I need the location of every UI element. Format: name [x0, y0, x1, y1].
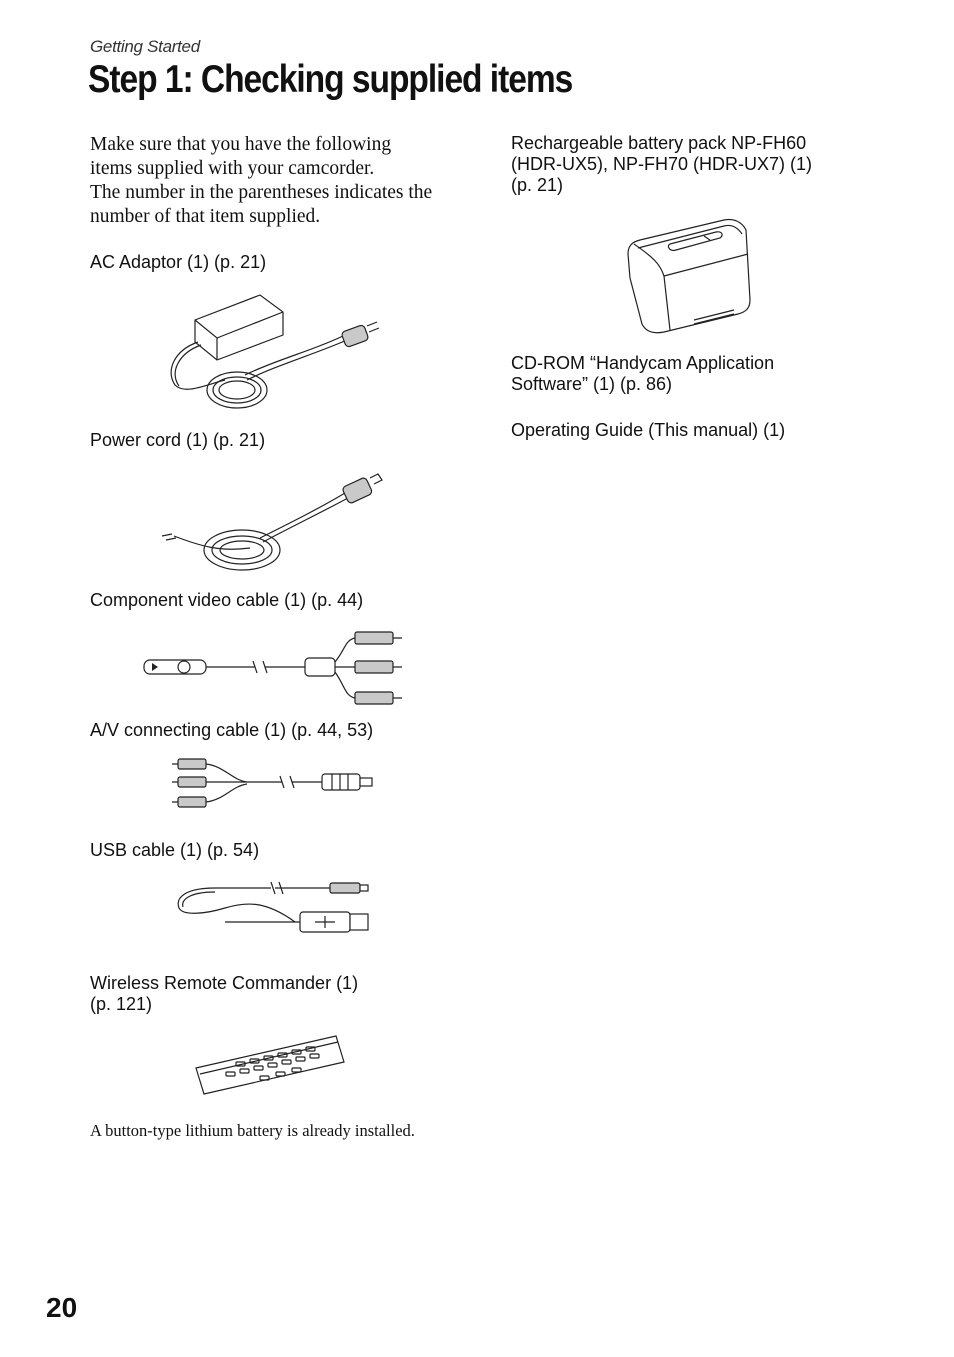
- item-av-cable-label: A/V connecting cable (1) (p. 44, 53): [90, 720, 374, 740]
- item-power-cord-label: Power cord (1) (p. 21): [90, 430, 266, 450]
- remote-battery-note: A button-type lithium battery is already…: [90, 1121, 415, 1140]
- remote-commander-illustration: [195, 1035, 345, 1095]
- remote-label-line: Wireless Remote Commander (1): [90, 973, 359, 993]
- battery-label-line: (HDR-UX5), NP-FH70 (HDR-UX7) (1): [511, 154, 813, 174]
- section-label: Getting Started: [90, 37, 200, 56]
- intro-paragraph: Make sure that you have the following it…: [90, 133, 432, 229]
- page-title: Step 1: Checking supplied items: [88, 58, 573, 101]
- page-number: 20: [46, 1292, 78, 1323]
- item-ac-adaptor-label: AC Adaptor (1) (p. 21): [90, 252, 267, 272]
- item-operating-guide-label: Operating Guide (This manual) (1): [511, 420, 786, 440]
- av-cable-illustration: [172, 758, 373, 808]
- intro-line: The number in the parentheses indicates …: [90, 182, 433, 203]
- battery-label-line: (p. 21): [511, 175, 564, 195]
- cdrom-label-line: Software” (1) (p. 86): [511, 374, 673, 394]
- item-battery-pack-label: Rechargeable battery pack NP-FH60 (HDR-U…: [511, 133, 812, 196]
- battery-label-line: Rechargeable battery pack NP-FH60: [511, 133, 807, 153]
- usb-cable-illustration: [177, 881, 369, 933]
- intro-line: Make sure that you have the following: [90, 134, 392, 155]
- cdrom-label-line: CD-ROM “Handycam Application: [511, 353, 775, 373]
- intro-line: number of that item supplied.: [90, 206, 321, 227]
- item-usb-cable-label: USB cable (1) (p. 54): [90, 840, 260, 860]
- ac-adaptor-illustration: [170, 294, 380, 409]
- remote-label-line: (p. 121): [90, 994, 153, 1014]
- item-component-cable-label: Component video cable (1) (p. 44): [90, 590, 364, 610]
- intro-line: items supplied with your camcorder.: [90, 158, 375, 179]
- power-cord-illustration: [161, 473, 383, 571]
- item-cdrom-label: CD-ROM “Handycam Application Software” (…: [511, 353, 774, 395]
- component-cable-illustration: [143, 631, 402, 705]
- item-remote-label: Wireless Remote Commander (1) (p. 121): [90, 973, 358, 1015]
- battery-pack-illustration: [627, 218, 751, 334]
